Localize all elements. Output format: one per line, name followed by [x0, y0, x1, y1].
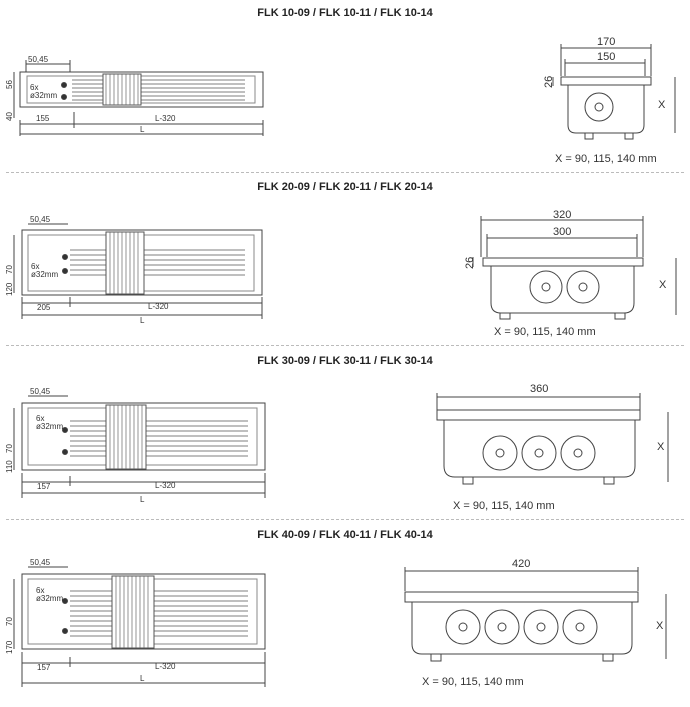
dim-height-a: 56: [5, 80, 14, 89]
dim-pipes: 6x: [30, 83, 38, 92]
side-view-drawing-flk-30: 50,45 6x ø32mm 70 110 157 L-320 L 360 X …: [5, 383, 669, 512]
side-housing: [19, 71, 264, 108]
dim-height-label: X: [658, 99, 666, 111]
dim-height-label: X: [656, 620, 664, 632]
dim-top-offset: 50,45: [30, 558, 51, 567]
section-flk-40: FLK 40-09 / FLK 40-11 / FLK 40-14: [0, 521, 690, 707]
dim-top-offset: 50,45: [30, 387, 51, 396]
dim-top-height: 26: [464, 257, 476, 269]
x-values: X = 90, 115, 140 mm: [494, 326, 596, 338]
dim-pipe-dia: ø32mm: [36, 422, 63, 431]
dim-mid-len: L-320: [155, 481, 176, 490]
dim-inner-width: 150: [597, 51, 615, 63]
dim-pipes: 6x: [31, 262, 39, 271]
section-flk-30: FLK 30-09 / FLK 30-11 / FLK 30-14: [0, 348, 690, 521]
dim-outer-width: 320: [553, 209, 571, 221]
dim-total-len: L: [140, 674, 145, 683]
section-flk-20: FLK 20-09 / FLK 20-11 / FLK 20-14: [0, 175, 690, 348]
x-values: X = 90, 115, 140 mm: [422, 676, 524, 688]
dim-outer-width: 420: [512, 558, 530, 570]
dim-top-offset: 50,45: [28, 55, 49, 64]
section-flk-10: FLK 10-09 / FLK 10-11 / FLK 10-14: [0, 0, 690, 175]
section-title: FLK 10-09 / FLK 10-11 / FLK 10-14: [257, 7, 433, 19]
separator: [6, 172, 684, 173]
dim-mid-len: L-320: [148, 302, 169, 311]
dim-height-a: 70: [5, 444, 14, 453]
separator: [6, 519, 684, 520]
dim-total-len: L: [140, 125, 145, 134]
x-values: X = 90, 115, 140 mm: [453, 500, 555, 512]
dim-outer-width: 170: [597, 36, 615, 48]
dim-pipes: 6x: [36, 414, 44, 423]
separator: [6, 345, 684, 346]
dim-top-height: 26: [543, 76, 555, 88]
side-view-drawing-flk-40: 50,45 6x ø32mm 70 170 157 L-320 L 420 X …: [5, 558, 667, 688]
section-title: FLK 40-09 / FLK 40-11 / FLK 40-14: [257, 529, 433, 541]
dim-pipes: 6x: [36, 586, 44, 595]
front-view-flk-30: [436, 393, 669, 485]
dim-left-len: 157: [37, 482, 51, 491]
dim-mid-len: L-320: [155, 114, 176, 123]
front-view-flk-20: [472, 216, 677, 320]
dim-height-b: 40: [5, 112, 14, 121]
coil-bundle: [72, 79, 245, 101]
dim-left-len: 205: [37, 303, 51, 312]
dim-left-len: 155: [36, 114, 50, 123]
dim-total-len: L: [140, 316, 145, 325]
dim-pipe-dia: ø32mm: [36, 594, 63, 603]
front-view-flk-40: [404, 567, 667, 662]
dim-height-a: 70: [5, 617, 14, 626]
dim-total-len: L: [140, 495, 145, 504]
section-title: FLK 20-09 / FLK 20-11 / FLK 20-14: [257, 181, 433, 193]
dim-height-label: X: [657, 441, 665, 453]
dim-height-label: X: [659, 279, 667, 291]
dim-pipe-dia: ø32mm: [31, 270, 58, 279]
dim-mid-len: L-320: [155, 662, 176, 671]
dim-height-b: 120: [5, 282, 14, 296]
front-view-flk-10: [552, 44, 676, 140]
dim-pipe-dia: ø32mm: [30, 91, 57, 100]
dim-inner-width: 300: [553, 226, 571, 238]
section-title: FLK 30-09 / FLK 30-11 / FLK 30-14: [257, 355, 433, 367]
side-view-drawing-flk-10: 50,45 6x ø32mm 56 40 155 L-320 L 170 150…: [5, 36, 676, 165]
dim-left-len: 157: [37, 663, 51, 672]
dim-height-b: 110: [5, 460, 14, 473]
dim-top-offset: 50,45: [30, 215, 51, 224]
dim-outer-width: 360: [530, 383, 548, 395]
x-values: X = 90, 115, 140 mm: [555, 153, 657, 165]
dim-height-a: 70: [5, 265, 14, 274]
dim-height-b: 170: [5, 640, 14, 654]
side-view-drawing-flk-20: 50,45 6x ø32mm 70 120 205 L-320 L 320 30…: [5, 209, 677, 338]
